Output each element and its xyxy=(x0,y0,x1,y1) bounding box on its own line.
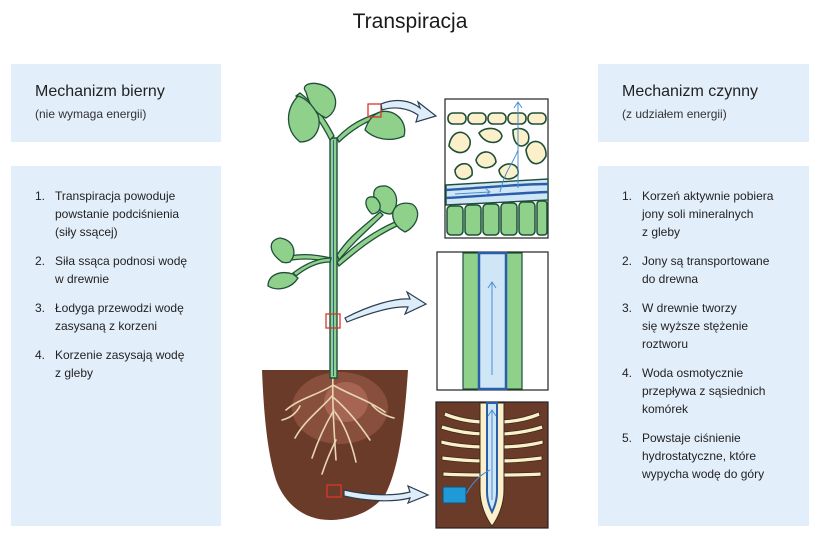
step-number: 2. xyxy=(622,254,633,268)
zoom-arrows xyxy=(343,99,438,505)
passive-heading: Mechanizm bierny xyxy=(35,83,165,100)
step-number: 2. xyxy=(35,254,46,268)
step-text-line: w drewnie xyxy=(55,272,110,286)
stem-zoom-arrow xyxy=(344,290,428,323)
active-step-item: 1. Korzeń aktywnie pobiera jony soli miner… xyxy=(622,187,804,241)
step-text-line: roztworu xyxy=(642,337,689,351)
step-text-line: przepływa z sąsiednich xyxy=(642,384,766,398)
step-number: 1. xyxy=(35,189,46,203)
step-text-line: z gleby xyxy=(55,366,94,380)
step-text-line: hydrostatyczne, które xyxy=(642,449,757,463)
active-header-panel: Mechanizm czynny (z udziałem energii) xyxy=(598,64,809,142)
step-text-line: się wyższe stężenie xyxy=(642,319,749,333)
leaf xyxy=(365,196,381,215)
step-text-line: z gleby xyxy=(642,225,681,239)
root-highlight-box xyxy=(326,484,342,498)
step-text-line: W drewnie tworzy xyxy=(642,301,737,315)
step-text-line: wypycha wodę do góry xyxy=(642,467,765,481)
leaf-highlight-box xyxy=(367,103,382,118)
step-text-line: zasysaną z korzeni xyxy=(55,319,158,333)
step-text-line: Jony są transportowane xyxy=(642,254,770,268)
root-inset xyxy=(435,401,549,529)
passive-steps-list: 1. Transpiracja powoduje powstanie podciśn… xyxy=(35,187,217,393)
step-number: 5. xyxy=(622,431,633,445)
step-text-line: (siły ssącej) xyxy=(55,225,118,239)
step-text-line: komórek xyxy=(642,402,689,416)
leaf-cross-section-inset xyxy=(444,98,549,239)
step-text-line: do drewna xyxy=(642,272,699,286)
passive-header-panel: Mechanizm bierny (nie wymaga energii) xyxy=(11,64,221,142)
leaf xyxy=(364,110,406,141)
step-number: 3. xyxy=(622,301,633,315)
stem-xylem-inset xyxy=(436,251,549,391)
page-title: Transpiracja xyxy=(352,10,468,33)
stem-highlight-box xyxy=(325,313,341,329)
step-number: 4. xyxy=(35,348,46,362)
active-step-item: 5. Powstaje ciśnienie hydrostatyczne, któr… xyxy=(622,429,804,483)
root-zoom-arrow xyxy=(343,484,430,505)
active-steps-panel: 1. Korzeń aktywnie pobiera jony soli miner… xyxy=(598,166,809,526)
step-number: 1. xyxy=(622,189,633,203)
leaf xyxy=(392,202,419,233)
step-number: 4. xyxy=(622,366,633,380)
leaf xyxy=(267,271,299,290)
step-text-line: Woda osmotycznie xyxy=(642,366,744,380)
step-text-line: Siła ssąca podnosi wodę xyxy=(55,254,188,268)
passive-step-item: 4. Korzenie zasysają wodę z gleby xyxy=(35,346,217,382)
leaf-zoom-arrow xyxy=(380,99,438,123)
leaf xyxy=(270,237,295,264)
roots xyxy=(281,374,395,475)
leaves xyxy=(267,82,419,290)
passive-steps-panel: 1. Transpiracja powoduje powstanie podciśn… xyxy=(11,166,221,526)
active-step-item: 4. Woda osmotycznie przepływa z sąsiednich… xyxy=(622,364,804,418)
active-step-item: 2. Jony są transportowane do drewna xyxy=(622,252,804,288)
step-text-line: powstanie podciśnienia xyxy=(55,207,180,221)
step-text-line: Korzenie zasysają wodę xyxy=(55,348,185,362)
step-text-line: Powstaje ciśnienie xyxy=(642,431,741,445)
step-text-line: Łodyga przewodzi wodę xyxy=(55,301,184,315)
step-text-line: Korzeń aktywnie pobiera xyxy=(642,189,774,203)
active-steps-list: 1. Korzeń aktywnie pobiera jony soli miner… xyxy=(622,187,804,494)
passive-step-item: 3. Łodyga przewodzi wodę zasysaną z korzen… xyxy=(35,299,217,335)
active-step-item: 3. W drewnie tworzy się wyższe stężenie roz… xyxy=(622,299,804,353)
step-text-line: jony soli mineralnych xyxy=(642,207,754,221)
passive-step-item: 1. Transpiracja powoduje powstanie podciśn… xyxy=(35,187,217,241)
active-subheading: (z udziałem energii) xyxy=(622,107,727,121)
active-heading: Mechanizm czynny xyxy=(622,83,759,100)
ion-box xyxy=(442,486,467,504)
step-text-line: Transpiracja powoduje xyxy=(55,189,176,203)
step-number: 3. xyxy=(35,301,46,315)
leaf xyxy=(287,95,320,143)
passive-subheading: (nie wymaga energii) xyxy=(35,107,147,121)
passive-step-item: 2. Siła ssąca podnosi wodę w drewnie xyxy=(35,252,217,288)
